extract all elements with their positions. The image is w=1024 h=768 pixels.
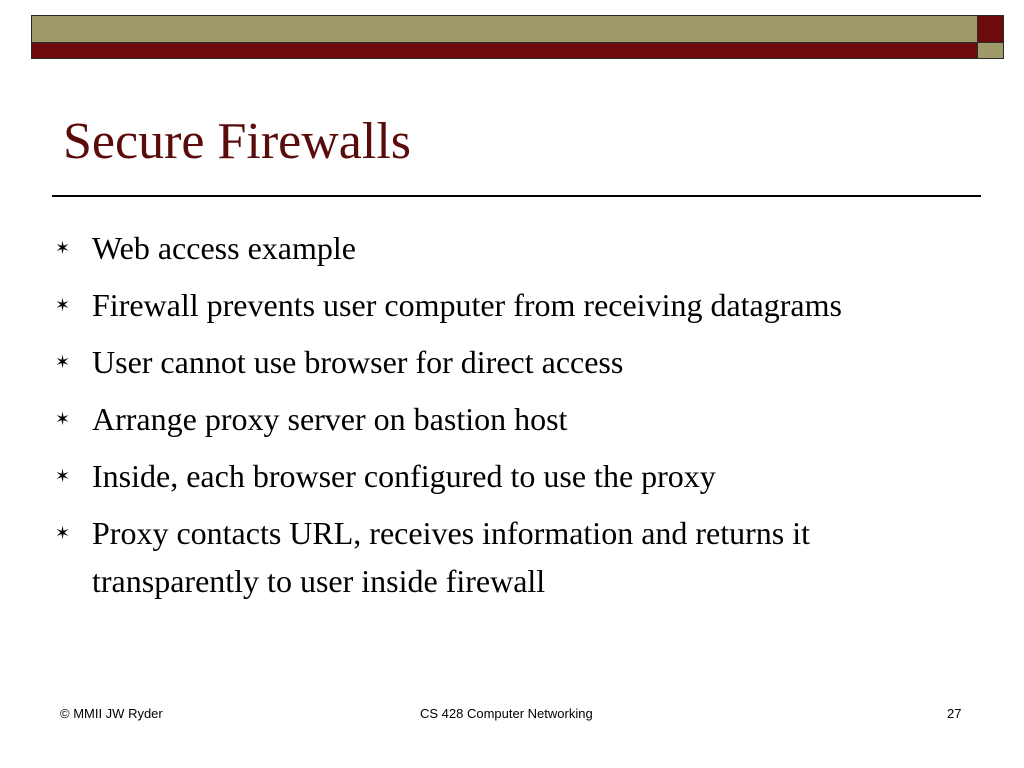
bullet-item: ✶ Inside, each browser configured to use … (55, 452, 875, 500)
footer-copyright: © MMII JW Ryder (60, 706, 163, 721)
header-corner-box-red (977, 15, 1004, 43)
title-divider (52, 195, 981, 197)
bullet-text: Firewall prevents user computer from rec… (92, 287, 842, 323)
header-bar-red (31, 42, 978, 59)
bullet-item: ✶ User cannot use browser for direct acce… (55, 338, 875, 386)
header-bar-olive (31, 15, 978, 43)
bullet-text: Arrange proxy server on bastion host (92, 401, 568, 437)
star-bullet-icon: ✶ (55, 523, 71, 543)
header-corner-box-olive (977, 42, 1004, 59)
bullet-item: ✶ Proxy contacts URL, receives informatio… (55, 509, 875, 605)
star-bullet-icon: ✶ (55, 466, 71, 486)
footer-page-number: 27 (947, 706, 962, 721)
bullet-item: ✶ Firewall prevents user computer from re… (55, 281, 875, 329)
bullet-list: ✶ Web access example ✶ Firewall prevents u… (55, 224, 875, 614)
slide-title: Secure Firewalls (63, 113, 412, 170)
bullet-item: ✶ Web access example (55, 224, 875, 272)
star-bullet-icon: ✶ (55, 409, 71, 429)
star-bullet-icon: ✶ (55, 352, 71, 372)
star-bullet-icon: ✶ (55, 238, 71, 258)
bullet-text: User cannot use browser for direct acces… (92, 344, 624, 380)
star-bullet-icon: ✶ (55, 295, 71, 315)
footer-course-title: CS 428 Computer Networking (420, 706, 593, 721)
bullet-text: Inside, each browser configured to use t… (92, 458, 716, 494)
bullet-item: ✶ Arrange proxy server on bastion host (55, 395, 875, 443)
bullet-text: Web access example (92, 230, 356, 266)
bullet-text: Proxy contacts URL, receives information… (92, 515, 811, 599)
